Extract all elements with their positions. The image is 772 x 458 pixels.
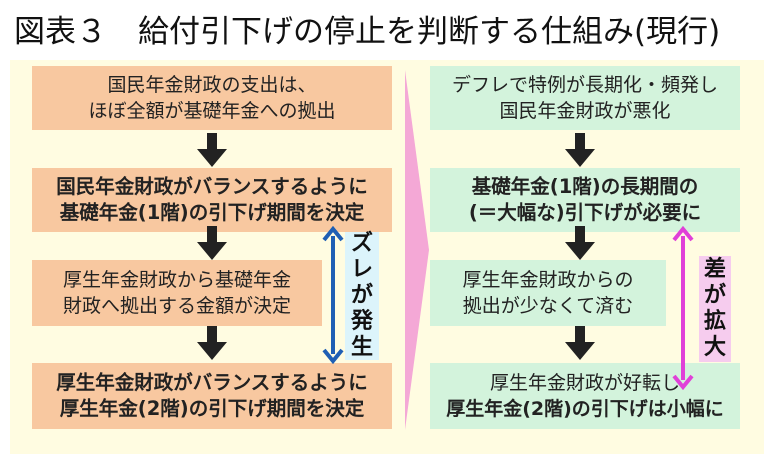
tag-char: 大 [703,335,726,360]
right-box-3: 厚生年金財政からの 拠出が少なくて済む [430,260,666,326]
down-arrow-icon [197,133,227,167]
left-box-3: 厚生年金財政から基礎年金 財政へ拠出する金額が決定 [32,260,322,326]
right-box-1: デフレで特例が長期化・頻発し 国民年金財政が悪化 [430,66,740,130]
down-arrow-icon [197,226,227,260]
right-box-3-line-2: 拠出が少なくて済む [462,295,634,317]
right-box-1-line-2: 国民年金財政が悪化 [499,100,671,122]
left-box-4: 厚生年金財政がバランスするように 厚生年金(2階)の引下げ期間を決定 [32,363,392,429]
right-box-2-line-1: 基礎年金(1階)の長期間の [471,175,699,198]
left-box-4-line-2: 厚生年金(2階)の引下げ期間を決定 [59,397,365,420]
left-box-3-line-2: 財政へ拠出する金額が決定 [62,295,291,317]
down-arrow-icon [565,226,595,260]
tag-char: ズ [350,231,373,256]
left-box-1-line-2: ほぼ全額が基礎年金への拠出 [88,100,336,122]
double-arrow-icon [672,226,694,390]
right-box-1-line-1: デフレで特例が長期化・頻発し [451,74,718,96]
left-box-1: 国民年金財政の支出は、 ほぼ全額が基礎年金への拠出 [32,66,392,130]
tag-char: 拡 [703,309,726,334]
right-box-4: 厚生年金財政が好転し 厚生年金(2階)の引下げは小幅に [430,363,740,429]
left-box-4-line-1: 厚生年金財政がバランスするように [56,371,368,394]
double-arrow-icon [322,226,344,364]
right-box-3-line-1: 厚生年金財政からの [462,269,634,291]
right-box-4-line-1: 厚生年金財政が好転し [489,372,680,394]
chevron-arrow-icon [405,70,429,430]
left-box-2: 国民年金財政がバランスするように 基礎年金(1階)の引下げ期間を決定 [32,168,392,232]
tag-char: が [703,283,726,308]
right-box-2-line-2: (＝大幅な)引下げが必要に [468,201,702,224]
tag-char: 生 [350,335,373,360]
down-arrow-icon [565,133,595,167]
widening-label: 差 が 拡 大 [699,256,731,362]
tag-char: が [350,283,373,308]
tag-char: 発 [350,309,373,334]
down-arrow-icon [565,326,595,360]
figure-title: 図表３ 給付引下げの停止を判断する仕組み(現行) [14,14,721,50]
left-box-2-line-2: 基礎年金(1階)の引下げ期間を決定 [59,201,365,224]
right-box-4-line-2: 厚生年金(2階)の引下げは小幅に [446,398,724,420]
down-arrow-icon [197,326,227,360]
tag-char: 差 [703,257,726,282]
right-box-2: 基礎年金(1階)の長期間の (＝大幅な)引下げが必要に [430,168,740,232]
left-box-2-line-1: 国民年金財政がバランスするように [56,175,368,198]
tag-char: レ [350,257,373,282]
mismatch-label: ズ レ が 発 生 [345,231,379,360]
left-box-1-line-1: 国民年金財政の支出は、 [107,74,317,96]
left-box-3-line-1: 厚生年金財政から基礎年金 [62,269,291,291]
